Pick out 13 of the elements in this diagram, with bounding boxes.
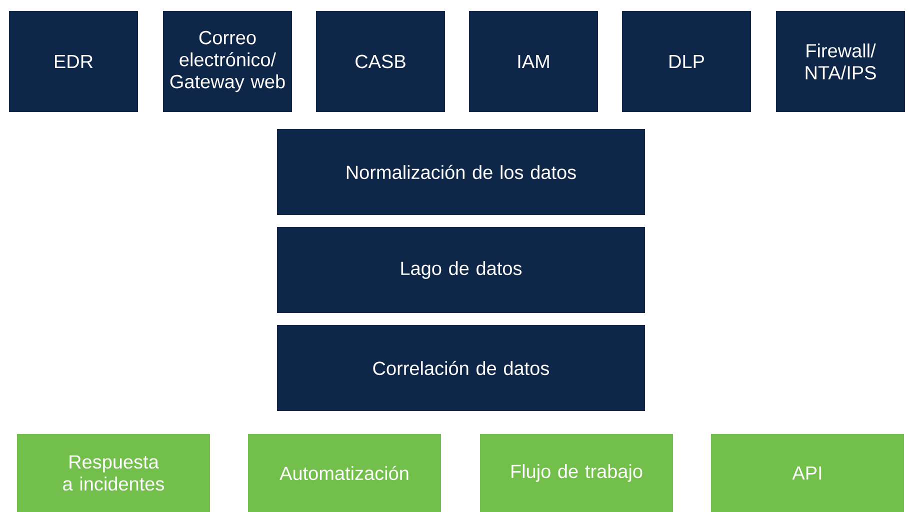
layer-box: Normalización de los datos xyxy=(277,129,645,215)
layer-box: Lago de datos xyxy=(277,227,645,313)
source-box: DLP xyxy=(622,11,751,112)
source-box: IAM xyxy=(469,11,598,112)
output-box: Flujo de trabajo xyxy=(480,434,673,512)
source-box: CASB xyxy=(316,11,445,112)
source-box: Firewall/ NTA/IPS xyxy=(776,11,905,112)
output-box: Respuesta a incidentes xyxy=(17,434,210,512)
output-box: API xyxy=(711,434,904,512)
output-box: Automatización xyxy=(248,434,441,512)
source-box: Correo electrónico/ Gateway web xyxy=(163,11,292,112)
source-box: EDR xyxy=(9,11,138,112)
layer-box: Correlación de datos xyxy=(277,325,645,411)
